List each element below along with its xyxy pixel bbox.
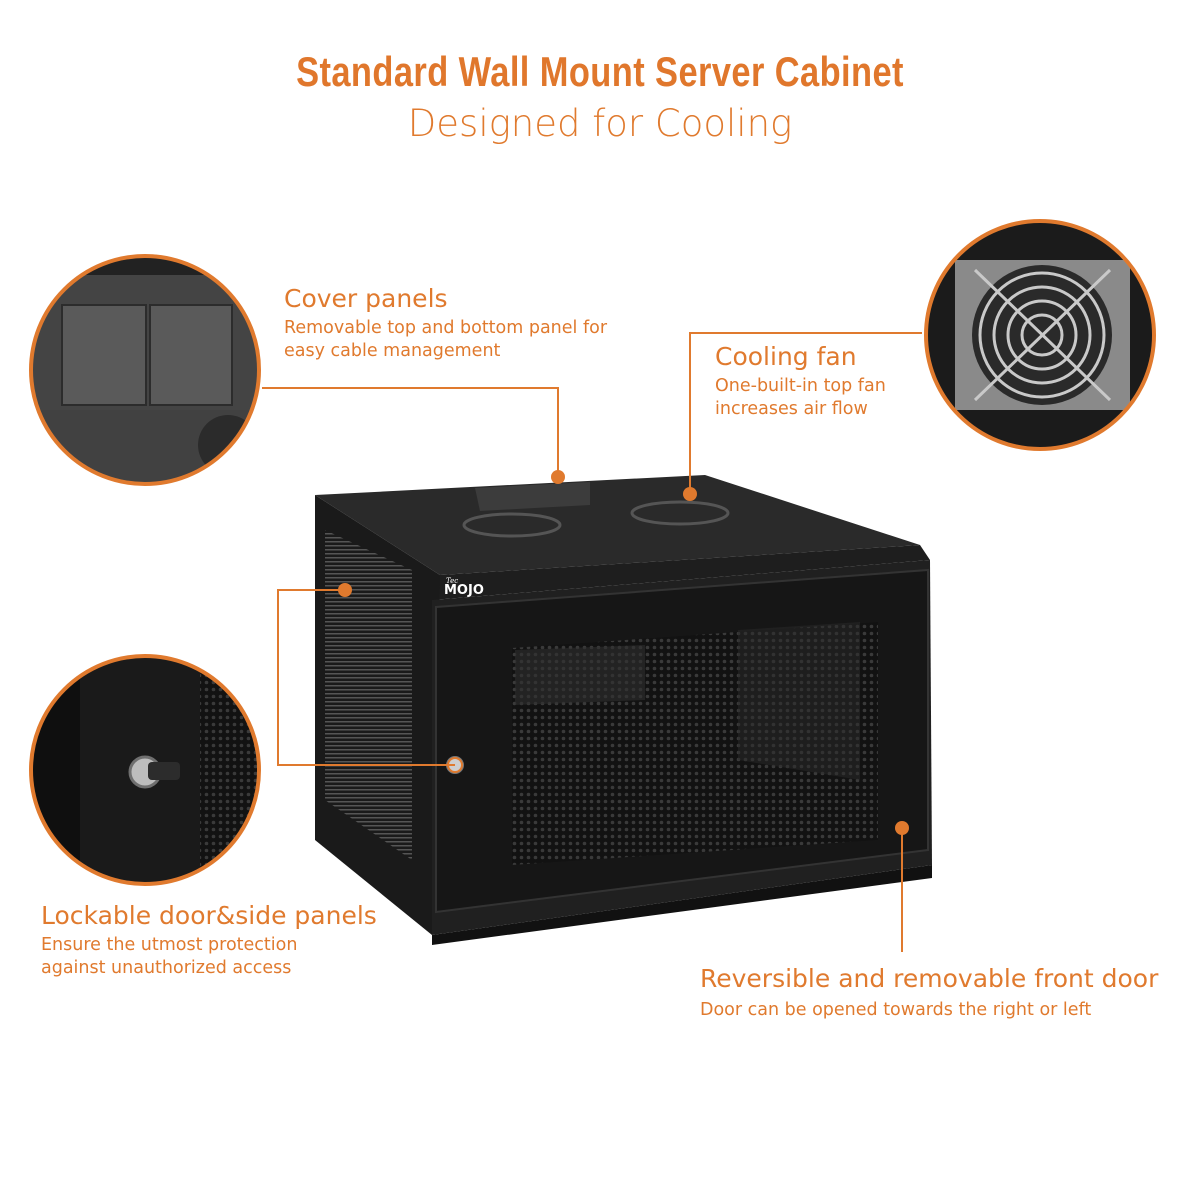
callout-title: Cover panels bbox=[284, 284, 448, 313]
server-cabinet bbox=[315, 475, 932, 945]
callout-cover-panels: Cover panels Removable top and bottom pa… bbox=[284, 284, 607, 363]
callout-text: Ensure the utmost protection bbox=[41, 935, 298, 955]
callout-text: Removable top and bottom panel for bbox=[284, 318, 608, 338]
callout-dots bbox=[338, 470, 909, 835]
callout-cooling-fan: Cooling fan One-built-in top fan increas… bbox=[715, 342, 886, 421]
callout-text: easy cable management bbox=[284, 341, 501, 361]
brand-logo: MOJO bbox=[444, 583, 484, 598]
cooling-fan-detail-image bbox=[924, 219, 1156, 451]
callout-text: increases air flow bbox=[715, 399, 868, 419]
page-subtitle: Designed for Cooling bbox=[407, 102, 793, 145]
svg-text:Tec: Tec bbox=[446, 577, 458, 585]
callout-front-door: Reversible and removable front door Door… bbox=[700, 964, 1158, 1022]
callout-lines bbox=[262, 332, 922, 952]
callout-title: Reversible and removable front door bbox=[700, 964, 1159, 993]
callout-lockable-door: Lockable door&side panels Ensure the utm… bbox=[41, 901, 377, 980]
callout-title: Cooling fan bbox=[715, 342, 857, 371]
lock-detail-image bbox=[29, 654, 261, 886]
callout-text: Door can be opened towards the right or … bbox=[700, 1000, 1092, 1020]
callout-text: One-built-in top fan bbox=[715, 376, 886, 396]
cover-panels-detail-image bbox=[29, 254, 261, 486]
page-title: Standard Wall Mount Server Cabinet bbox=[296, 48, 904, 95]
callout-text: against unauthorized access bbox=[41, 958, 292, 978]
callout-title: Lockable door&side panels bbox=[41, 901, 377, 930]
